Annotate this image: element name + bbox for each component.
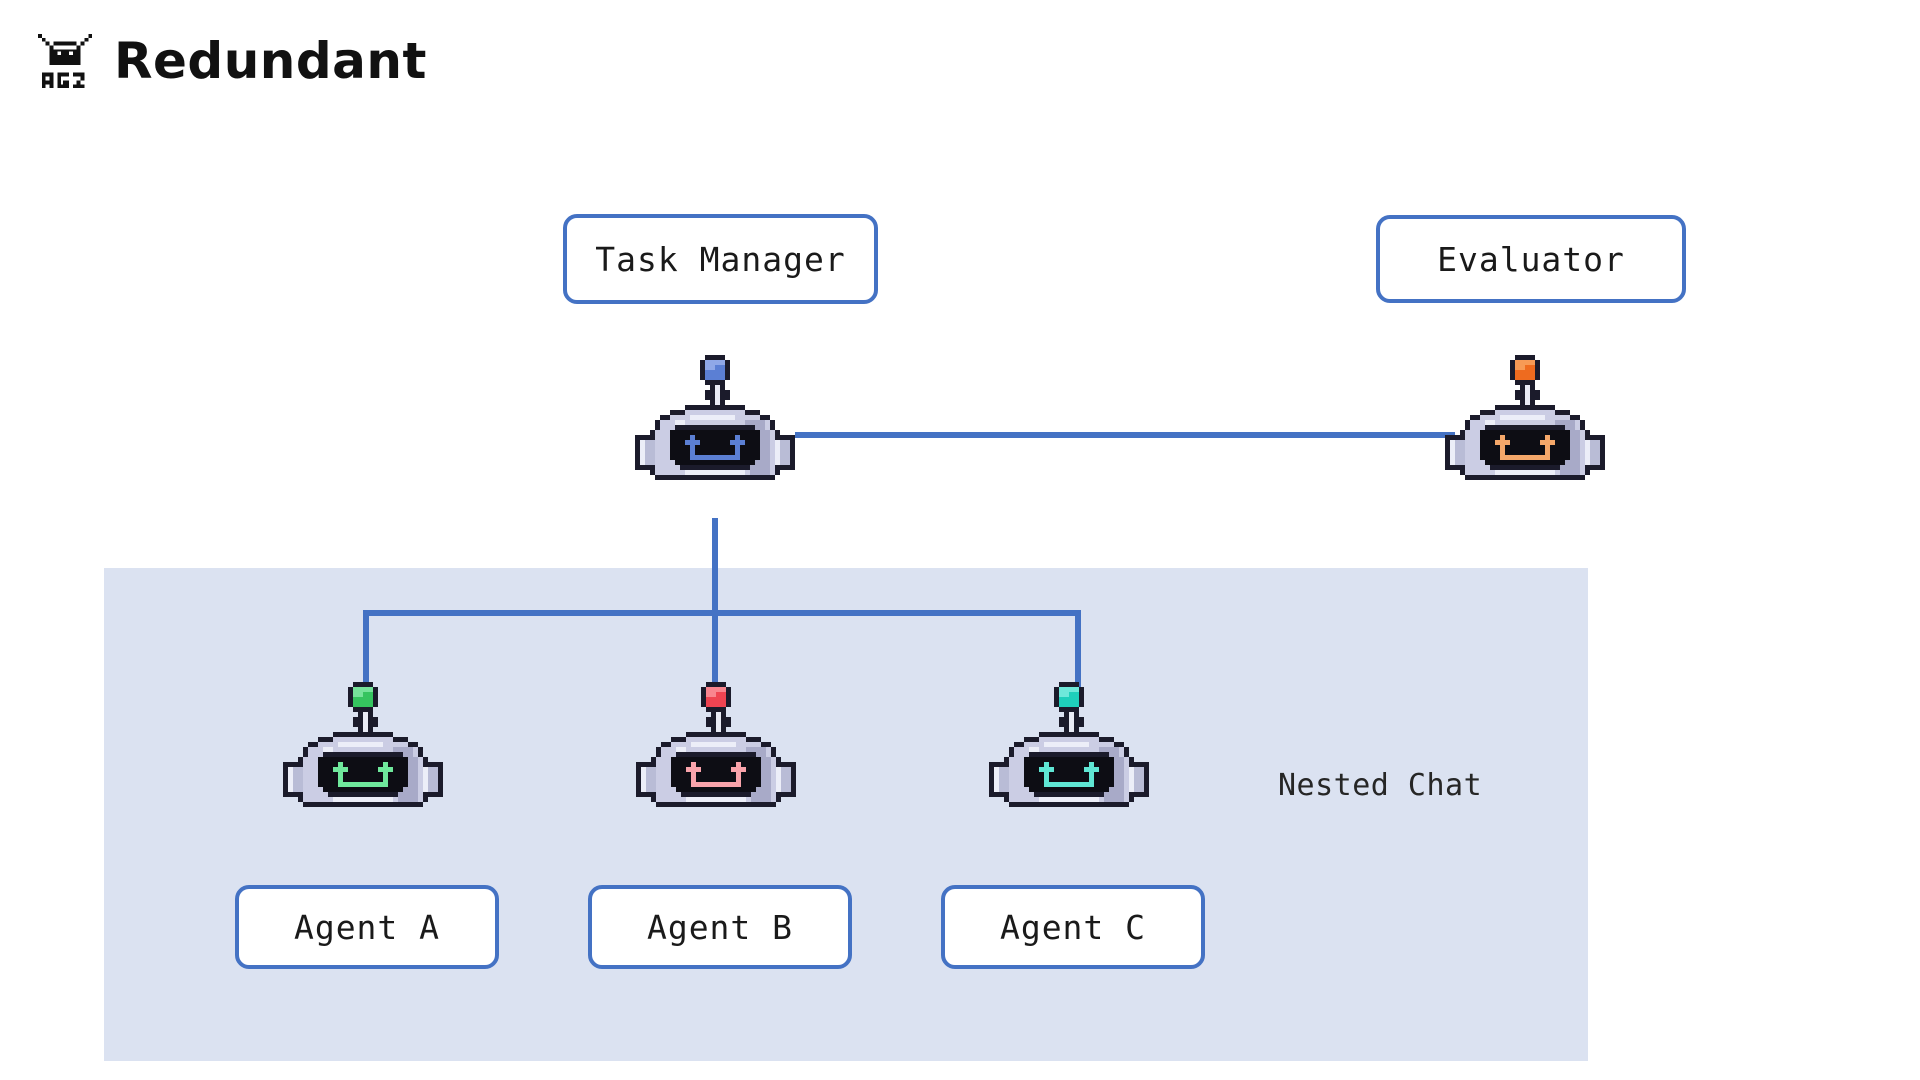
edge-drop-agent-b bbox=[712, 610, 718, 692]
nested-chat-panel bbox=[104, 568, 1588, 1061]
page-title: Redundant bbox=[114, 32, 427, 90]
edge-drop-agent-a bbox=[363, 610, 369, 692]
node-label-task-manager[interactable]: Task Manager bbox=[563, 214, 878, 304]
nested-chat-label: Nested Chat bbox=[1278, 768, 1483, 803]
edge-drop-agent-c bbox=[1075, 610, 1081, 692]
node-label-agent-c[interactable]: Agent C bbox=[941, 885, 1205, 969]
node-label-agent-a[interactable]: Agent A bbox=[235, 885, 499, 969]
node-label-evaluator[interactable]: Evaluator bbox=[1376, 215, 1686, 303]
avatar-agent-c bbox=[989, 682, 1149, 807]
edge-task-manager-trunk bbox=[712, 518, 718, 616]
node-label-agent-b[interactable]: Agent B bbox=[588, 885, 852, 969]
app-header: Redundant bbox=[34, 30, 427, 92]
avatar-agent-b bbox=[636, 682, 796, 807]
avatar-task-manager bbox=[635, 355, 795, 480]
avatar-agent-a bbox=[283, 682, 443, 807]
edge-agent-bus bbox=[363, 610, 1081, 616]
avatar-evaluator bbox=[1445, 355, 1605, 480]
ag2-robot-logo-icon bbox=[37, 33, 93, 89]
edge-task-manager-evaluator bbox=[795, 432, 1455, 438]
